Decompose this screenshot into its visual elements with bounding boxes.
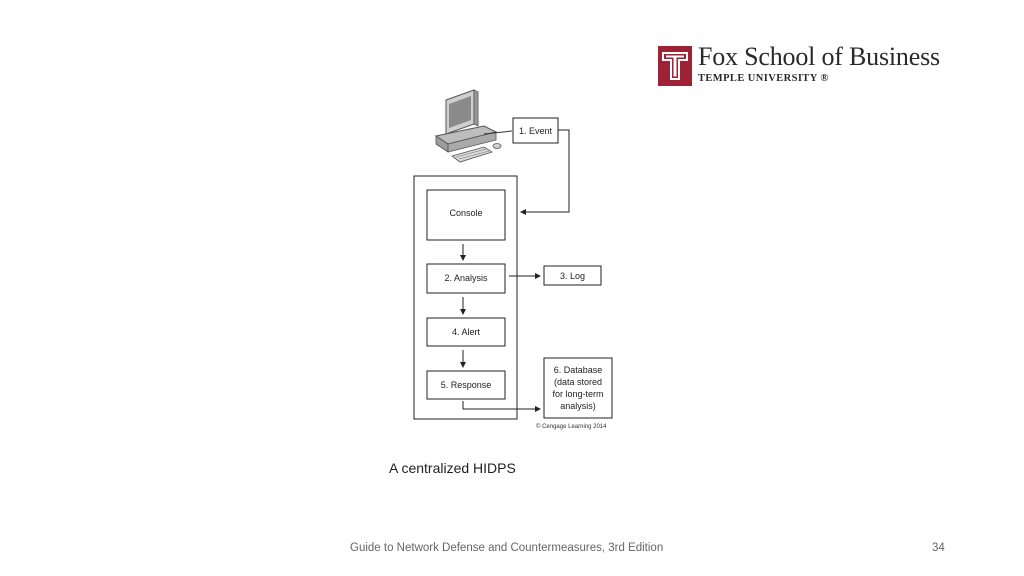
event-label: 1. Event: [519, 126, 553, 136]
database-label-line-2: (data stored: [554, 377, 602, 387]
console-label: Console: [449, 208, 482, 218]
event-to-console-arrow: [520, 129, 570, 215]
temple-t-logo-icon: [658, 46, 692, 86]
copyright-notice: © Cengage Learning 2014: [536, 424, 607, 430]
analysis-box: [426, 263, 506, 294]
university-name: TEMPLE UNIVERSITY ®: [698, 73, 829, 84]
alert-box: [426, 317, 506, 347]
slide-caption: A centralized HIDPS: [389, 460, 516, 476]
console-box: [426, 189, 506, 241]
hidps-container: [413, 175, 518, 420]
response-box: [426, 370, 506, 400]
response-to-database-arrow: [462, 401, 541, 412]
response-label: 5. Response: [441, 380, 492, 390]
database-box: [543, 357, 613, 419]
database-label-line-4: analysis): [560, 401, 596, 411]
fox-school-logo: Fox School of Business TEMPLE UNIVERSITY…: [658, 42, 948, 88]
event-box: [512, 117, 559, 144]
log-label: 3. Log: [560, 271, 585, 281]
footer-text: Guide to Network Defense and Countermeas…: [350, 542, 664, 554]
page-number: 34: [932, 542, 945, 554]
analysis-label: 2. Analysis: [444, 273, 488, 283]
database-label-line-1: 6. Database: [554, 365, 603, 375]
desktop-computer-icon: [434, 89, 513, 163]
alert-label: 4. Alert: [452, 327, 481, 337]
database-label-line-3: for long-term: [552, 389, 603, 399]
log-box: [543, 265, 602, 286]
school-name: Fox School of Business: [698, 42, 940, 71]
